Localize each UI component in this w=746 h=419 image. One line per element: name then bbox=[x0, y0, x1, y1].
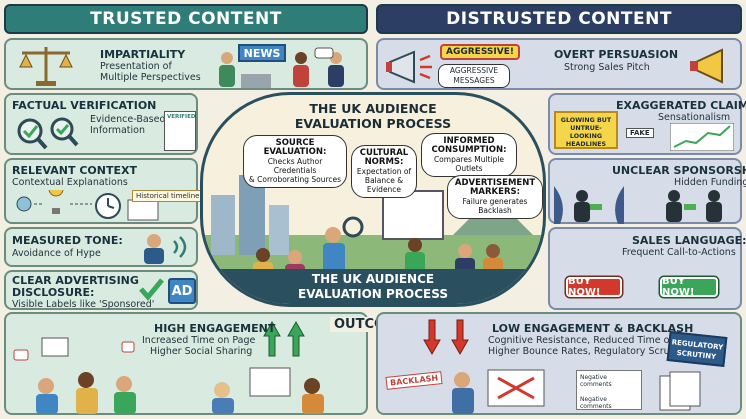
source-evaluation-bubble: SOURCE EVALUATION: Checks Author Credent… bbox=[243, 135, 347, 188]
informed-consumption-bubble: INFORMED CONSUMPTION: Compares Multiple … bbox=[421, 133, 517, 177]
glowing-headlines-card: GLOWING BUT UNTRUE-LOOKING HEADLINES bbox=[554, 111, 618, 149]
impartiality-sub-2: Multiple Perspectives bbox=[100, 72, 201, 83]
ad-label: AD bbox=[168, 278, 196, 304]
sales-language-title: SALES LANGUAGE: bbox=[632, 234, 746, 247]
impartiality-title: IMPARTIALITY bbox=[100, 48, 186, 61]
distrusted-content-header: DISTRUSTED CONTENT bbox=[376, 4, 742, 34]
factual-verification-sub-1: Evidence-Based bbox=[90, 114, 166, 125]
high-engagement-title: HIGH ENGAGEMENT bbox=[154, 322, 276, 335]
exaggerated-claims-title: EXAGGERATED CLAIMS bbox=[616, 99, 746, 112]
negative-comment-1: Negative comments bbox=[580, 374, 612, 388]
overt-persuasion-panel: AGGRESSIVE! AGGRESSIVE MESSAGES OVERT PE… bbox=[376, 38, 742, 90]
relevant-context-sub: Contextual Explanations bbox=[12, 177, 128, 188]
fake-chart-icon bbox=[670, 123, 734, 151]
source-evaluation-head: SOURCE EVALUATION: bbox=[263, 138, 327, 157]
measured-tone-panel: MEASURED TONE: Avoidance of Hype bbox=[4, 227, 198, 267]
glowing-headlines-line-3: HEADLINES bbox=[565, 141, 607, 148]
cultural-norms-head: CULTURAL NORMS: bbox=[359, 148, 409, 167]
trusted-content-header: TRUSTED CONTENT bbox=[4, 4, 368, 34]
unclear-sponsorship-panel: UNCLEAR SPONSORSHIP Hidden Funding bbox=[548, 158, 746, 224]
unclear-sponsorship-title: UNCLEAR SPONSORSHIP bbox=[612, 164, 746, 177]
aggressive-badge: AGGRESSIVE! bbox=[440, 44, 520, 60]
source-evaluation-body-1: Checks Author Credentials bbox=[267, 157, 323, 175]
cultural-norms-body-2: Balance & Evidence bbox=[364, 176, 404, 194]
engagement-people-illustration bbox=[13, 337, 324, 414]
informed-consumption-head: INFORMED CONSUMPTION: bbox=[431, 136, 507, 155]
negative-comments-box: Negative comments Negative comments bbox=[576, 370, 642, 410]
aggressive-messages-line-2: MESSAGES bbox=[453, 76, 495, 85]
center-footer-band bbox=[203, 269, 543, 304]
city-skyline-illustration bbox=[203, 175, 543, 275]
high-engagement-panel: HIGH ENGAGEMENT Increased Time on Page H… bbox=[4, 312, 368, 415]
cultural-norms-body-1: Expectation of bbox=[356, 167, 412, 176]
speaker-icon bbox=[144, 234, 187, 264]
impartiality-sub-1: Presentation of bbox=[100, 61, 172, 72]
measured-tone-title: MEASURED TONE: bbox=[12, 234, 123, 247]
evaluation-process-center: THE UK AUDIENCE EVALUATION PROCESS SOURC… bbox=[200, 92, 546, 307]
aggressive-messages-line-1: AGGRESSIVE bbox=[449, 66, 499, 75]
informed-consumption-body-2: Outlets bbox=[455, 164, 483, 173]
documents-icon bbox=[659, 371, 701, 411]
cultural-norms-bubble: CULTURAL NORMS: Expectation of Balance &… bbox=[351, 145, 417, 198]
low-engagement-sub-2: Higher Bounce Rates, Regulatory Scrutiny bbox=[488, 346, 688, 357]
fake-label: FAKE bbox=[626, 128, 654, 138]
news-sign: NEWS bbox=[238, 44, 286, 62]
center-footer-line-2: EVALUATION PROCESS bbox=[298, 287, 448, 301]
megaphone-icon bbox=[386, 50, 432, 84]
up-arrow-icon bbox=[263, 320, 305, 357]
high-engagement-sub-2: Higher Social Sharing bbox=[150, 346, 253, 357]
advertisement-markers-body-1: Failure generates bbox=[462, 197, 528, 206]
center-footer-line-1: THE UK AUDIENCE bbox=[311, 272, 435, 286]
informed-consumption-body-1: Compares Multiple bbox=[433, 155, 505, 164]
scales-icon bbox=[19, 47, 73, 86]
relevant-context-panel: RELEVANT CONTEXT Contextual Explanations… bbox=[4, 158, 204, 224]
impartiality-panel: IMPARTIALITY Presentation of Multiple Pe… bbox=[4, 38, 368, 90]
measured-tone-sub: Avoidance of Hype bbox=[12, 248, 101, 259]
glowing-headlines-line-2: UNTRUE-LOOKING bbox=[569, 125, 603, 140]
timeline-icon bbox=[16, 190, 159, 221]
clear-advertising-title-2: DISCLOSURE: bbox=[12, 286, 95, 299]
checkmark-icon bbox=[139, 278, 164, 301]
clear-advertising-sub: Visible Labels like 'Sponsored' bbox=[12, 299, 155, 310]
regulatory-scrutiny-sign: REGULATORY SCRUTINY bbox=[666, 331, 728, 367]
low-engagement-title: LOW ENGAGEMENT & BACKLASH bbox=[492, 322, 694, 335]
frustrated-person-illustration bbox=[452, 369, 545, 414]
curtain-icon bbox=[554, 186, 722, 224]
overt-persuasion-sub: Strong Sales Pitch bbox=[564, 62, 650, 73]
magnifier-check-icon bbox=[17, 117, 79, 150]
exaggerated-claims-sub: Sensationalism bbox=[658, 112, 731, 123]
low-engagement-panel: LOW ENGAGEMENT & BACKLASH Cognitive Resi… bbox=[376, 312, 742, 415]
source-evaluation-body-2: & Corroborating Sources bbox=[248, 175, 342, 184]
glowing-headlines-line-1: GLOWING BUT bbox=[560, 117, 612, 124]
negative-comment-2: Negative comments bbox=[580, 396, 612, 410]
sales-language-sub: Frequent Call-to-Actions bbox=[622, 247, 736, 258]
overt-persuasion-title: OVERT PERSUASION bbox=[554, 48, 679, 61]
verified-document: VERIFIED bbox=[164, 111, 196, 151]
news-anchors-illustration bbox=[219, 47, 344, 88]
factual-verification-title: FACTUAL VERIFICATION bbox=[12, 99, 157, 112]
down-arrow-icon bbox=[423, 319, 469, 356]
factual-verification-sub-2: Information bbox=[90, 125, 145, 136]
advertisement-markers-body-2: Backlash bbox=[478, 206, 512, 215]
advertisement-markers-bubble: ADVERTISEMENT MARKERS: Failure generates… bbox=[447, 175, 543, 219]
advertisement-markers-head: ADVERTISEMENT MARKERS: bbox=[454, 178, 536, 197]
center-title-line-1: THE UK AUDIENCE bbox=[309, 101, 437, 116]
unclear-sponsorship-sub: Hidden Funding bbox=[674, 177, 746, 188]
low-engagement-sub-1: Cognitive Resistance, Reduced Time on Pa… bbox=[488, 335, 702, 346]
relevant-context-title: RELEVANT CONTEXT bbox=[12, 164, 137, 177]
clear-advertising-panel: CLEAR ADVERTISING DISCLOSURE: Visible La… bbox=[4, 270, 198, 310]
clear-advertising-title: CLEAR ADVERTISING bbox=[12, 274, 139, 287]
sales-language-panel: SALES LANGUAGE: Frequent Call-to-Actions… bbox=[548, 227, 746, 310]
aggressive-messages-bubble: AGGRESSIVE MESSAGES bbox=[438, 64, 510, 88]
center-title-line-2: EVALUATION PROCESS bbox=[294, 116, 452, 131]
backlash-sign: BACKLASH bbox=[385, 371, 443, 390]
exaggerated-claims-panel: EXAGGERATED CLAIMS Sensationalism GLOWIN… bbox=[548, 93, 746, 155]
high-engagement-sub-1: Increased Time on Page bbox=[142, 335, 256, 346]
buy-now-button-green: BUY NOW! bbox=[660, 276, 718, 298]
megaphone-right-icon bbox=[690, 48, 723, 84]
buy-now-button-red: BUY NOW! bbox=[566, 276, 622, 298]
factual-verification-panel: FACTUAL VERIFICATION Evidence-Based Info… bbox=[4, 93, 198, 155]
historical-timeline-label: Historical timeline bbox=[132, 190, 204, 202]
